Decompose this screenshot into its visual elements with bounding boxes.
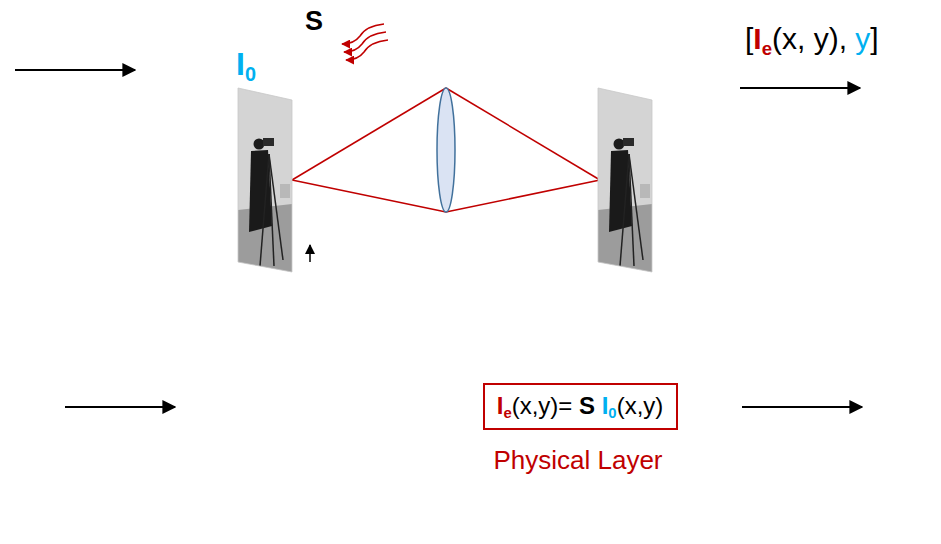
formula-box: Ie(x,y)= S I0(x,y) bbox=[483, 383, 678, 430]
image-plane bbox=[598, 88, 652, 272]
formula-text: Ie(x,y)= S I0(x,y) bbox=[497, 392, 664, 421]
light-rays bbox=[292, 88, 600, 212]
layer-title: Physical Layer bbox=[493, 446, 662, 476]
output-arrow bbox=[740, 87, 860, 89]
operator-symbol: S bbox=[305, 6, 323, 37]
small-arrow bbox=[309, 245, 311, 262]
intensity-symbol: I0 bbox=[236, 46, 256, 83]
input-arrow bbox=[65, 406, 175, 408]
output-arrow bbox=[742, 406, 862, 408]
lens bbox=[437, 88, 455, 212]
output-tuple: [Ie(x, y), y] bbox=[745, 22, 879, 57]
object-image bbox=[238, 88, 292, 272]
input-arrow bbox=[15, 69, 135, 71]
signal-waves bbox=[342, 24, 388, 60]
